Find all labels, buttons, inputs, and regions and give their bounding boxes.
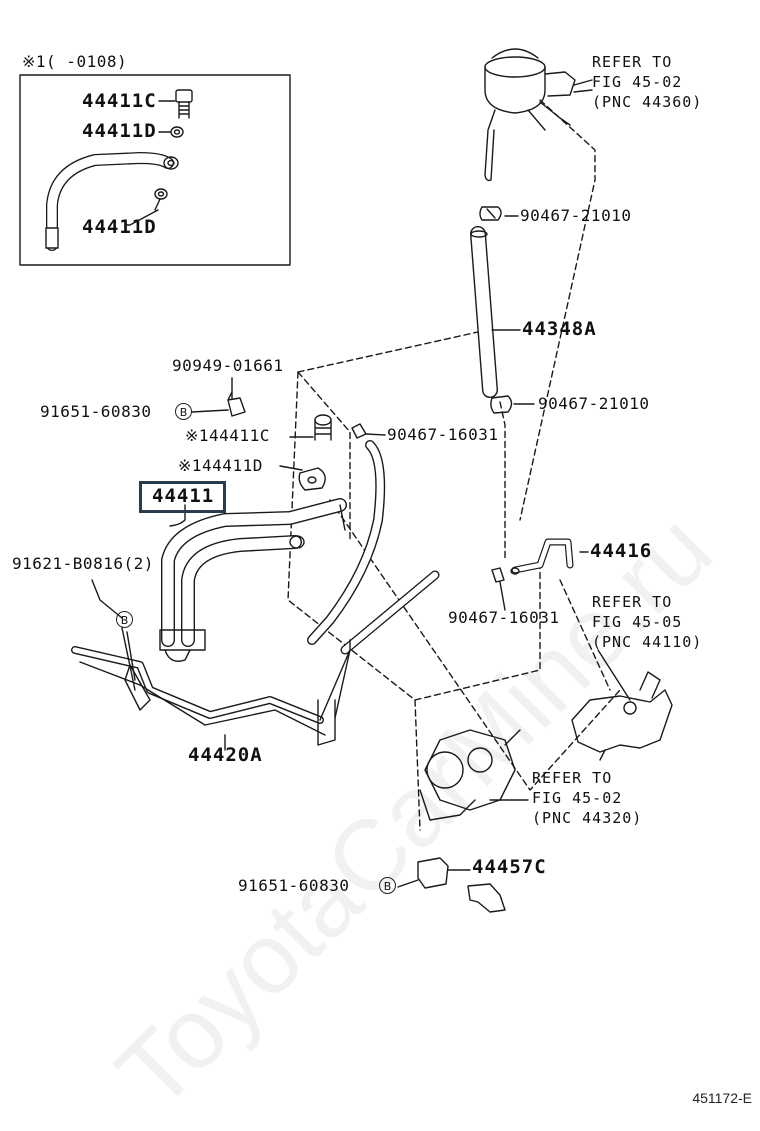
figure-id: 451172-E bbox=[692, 1090, 752, 1106]
bracket-44457c bbox=[417, 857, 506, 913]
circle-b-left: B bbox=[175, 403, 192, 420]
label-refer-pump: REFER TO FIG 45-05 (PNC 44110) bbox=[592, 593, 703, 651]
inset-gasket-top bbox=[170, 126, 184, 138]
label-clamp-mid: 90467-21010 bbox=[538, 394, 650, 413]
inset-hose bbox=[45, 152, 179, 251]
pump bbox=[571, 671, 673, 761]
label-90949: 90949-01661 bbox=[172, 356, 284, 375]
label-inset-note: ※1( -0108) bbox=[22, 52, 128, 71]
inset-gasket-bottom bbox=[154, 188, 168, 200]
inset-leaders bbox=[125, 100, 176, 226]
clamp-mid bbox=[490, 395, 513, 414]
union-bolt bbox=[314, 414, 332, 441]
circle-b-bottom: B bbox=[379, 877, 396, 894]
label-refer-gear: REFER TO FIG 45-02 (PNC 44320) bbox=[532, 769, 643, 827]
clip-90467-lower bbox=[491, 567, 505, 583]
hose-44348a bbox=[470, 226, 498, 398]
label-44420a: 44420A bbox=[188, 744, 263, 766]
inset-box bbox=[19, 74, 291, 266]
return-tube bbox=[307, 440, 440, 655]
label-91651-left: 91651-60830 bbox=[40, 402, 152, 421]
steering-gear bbox=[419, 729, 521, 821]
reservoir bbox=[484, 48, 576, 182]
label-gasket: ※144411D bbox=[178, 456, 263, 475]
label-44348a: 44348A bbox=[522, 318, 597, 340]
label-44411d-inset-bottom: 44411D bbox=[82, 216, 157, 238]
bolt-90949 bbox=[227, 391, 246, 417]
label-44411d-inset-top: 44411D bbox=[82, 120, 157, 142]
union-fitting bbox=[298, 467, 326, 491]
clamp-top bbox=[479, 206, 502, 221]
label-91621: 91621-B0816(2) bbox=[12, 554, 154, 573]
label-44416: 44416 bbox=[590, 540, 653, 562]
label-clamp-top: 90467-21010 bbox=[520, 206, 632, 225]
inset-bolt bbox=[175, 89, 193, 119]
tube-44420a bbox=[71, 639, 351, 746]
label-clip-lower: 90467-16031 bbox=[448, 608, 560, 627]
label-clip-upper: 90467-16031 bbox=[387, 425, 499, 444]
highlight-box bbox=[139, 481, 226, 513]
label-union-bolt: ※144411C bbox=[185, 426, 270, 445]
label-refer-reservoir: REFER TO FIG 45-02 (PNC 44360) bbox=[592, 53, 703, 111]
tube-44416 bbox=[510, 538, 574, 575]
label-44411c-inset: 44411C bbox=[82, 90, 157, 112]
label-44457c: 44457C bbox=[472, 856, 547, 878]
hose-44411 bbox=[159, 498, 347, 662]
label-91651-bottom: 91651-60830 bbox=[238, 876, 350, 895]
label-44411: 44411 bbox=[152, 485, 215, 507]
dash-reservoir bbox=[519, 99, 596, 521]
circle-b-mid: B bbox=[116, 611, 133, 628]
reservoir-leader bbox=[573, 79, 593, 93]
clip-90467-upper bbox=[351, 423, 367, 439]
